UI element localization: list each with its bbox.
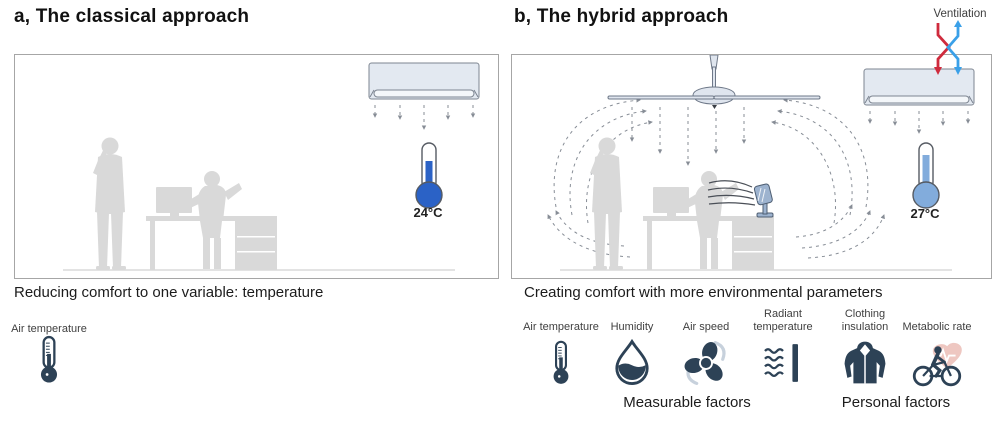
fan-blades-icon bbox=[684, 340, 726, 386]
thermometer-icon bbox=[553, 340, 569, 384]
panel-b-scene bbox=[511, 54, 992, 279]
coat-icon bbox=[844, 341, 886, 384]
panel-a-illustration bbox=[63, 62, 480, 271]
factor-humidity: Humidity bbox=[590, 304, 674, 392]
desk-fan bbox=[753, 183, 774, 218]
panel-b-title: b, The hybrid approach bbox=[514, 6, 729, 27]
factor-label: Air speed bbox=[682, 321, 730, 334]
factor-label-air-temperature-a: Air temperature bbox=[11, 323, 87, 336]
ac-unit-a bbox=[368, 62, 480, 130]
radiant-waves-icon bbox=[764, 344, 798, 382]
cyclist-heart-icon bbox=[912, 342, 962, 387]
temperature-reading-b: 27°C bbox=[910, 206, 940, 221]
ventilation-label: Ventilation bbox=[933, 8, 987, 20]
measurable-factors-label: Measurable factors bbox=[623, 394, 751, 411]
ac-airflow-arrows-a bbox=[372, 105, 476, 130]
factor-radiant-temperature: Radiant temperature bbox=[741, 304, 825, 392]
temperature-reading-a: 24°C bbox=[413, 205, 443, 220]
panel-a-title: a, The classical approach bbox=[14, 6, 250, 27]
thermometer-icon bbox=[40, 335, 58, 383]
fan-downdraft-arrows bbox=[629, 107, 747, 166]
factor-air-speed: Air speed bbox=[664, 304, 748, 392]
factor-label: Radiant temperature bbox=[753, 308, 813, 334]
personal-factors-label: Personal factors bbox=[841, 394, 951, 411]
factor-label: Air temperature bbox=[523, 321, 599, 334]
panel-b-caption: Creating comfort with more environmental… bbox=[524, 284, 883, 301]
ac-unit-b bbox=[863, 68, 975, 134]
factor-label: Clothing insulation bbox=[841, 308, 889, 334]
factor-label: Humidity bbox=[610, 321, 654, 334]
ac-airflow-arrows-b bbox=[867, 111, 971, 134]
airflow-circulation-arrows bbox=[547, 97, 885, 259]
factor-metabolic-rate: Metabolic rate bbox=[895, 304, 979, 392]
office-silhouettes-b bbox=[560, 137, 952, 271]
factor-clothing-insulation: Clothing insulation bbox=[823, 304, 907, 392]
factor-label: Metabolic rate bbox=[902, 321, 972, 334]
ceiling-fan bbox=[607, 54, 821, 109]
desk-fan-airflow bbox=[707, 180, 756, 206]
panel-a-caption: Reducing comfort to one variable: temper… bbox=[14, 284, 324, 301]
factor-air-temperature: Air temperature bbox=[519, 304, 603, 392]
ventilation-crossflow-icon bbox=[934, 20, 962, 75]
office-silhouettes-a bbox=[63, 137, 455, 271]
thermometer-a bbox=[415, 142, 443, 209]
panel-b-illustration bbox=[547, 54, 975, 271]
panel-a-scene bbox=[14, 54, 499, 279]
thermometer-b bbox=[912, 142, 940, 209]
humidity-droplet-icon bbox=[615, 338, 649, 385]
